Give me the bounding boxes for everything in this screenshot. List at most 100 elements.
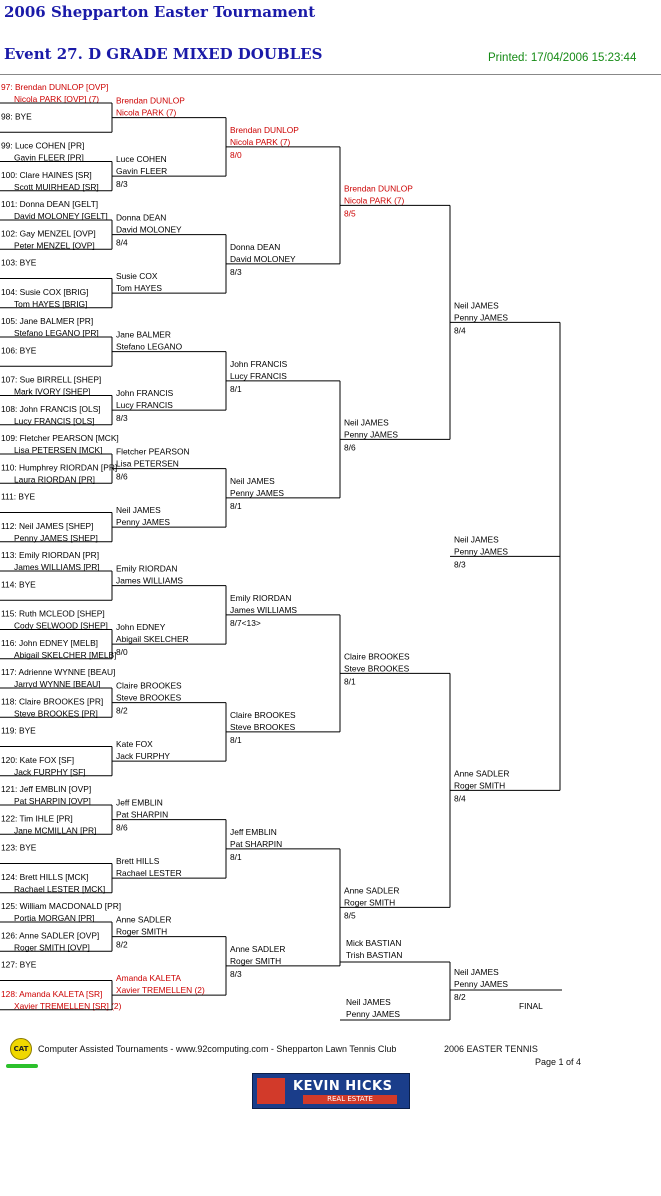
round3-entry-player2: Nicola PARK (7) bbox=[230, 137, 291, 147]
round4-entry-score: 8/1 bbox=[344, 676, 356, 686]
round1-entry-label: 113: Emily RIORDAN [PR] bbox=[1, 550, 99, 560]
round5-entry-player1: Anne SADLER bbox=[454, 768, 509, 778]
round1-entry-label: 102: Gay MENZEL [OVP] bbox=[1, 228, 96, 238]
round4-entry-player1: Anne SADLER bbox=[344, 885, 399, 895]
round1-entry-partner: Cody SELWOOD [SHEP] bbox=[14, 621, 108, 631]
cat-logo-icon: CAT bbox=[10, 1038, 32, 1060]
round1-entry-label: 103: BYE bbox=[1, 258, 37, 268]
round3-entry-player1: Anne SADLER bbox=[230, 944, 285, 954]
round2-entry-player1: Claire BROOKES bbox=[116, 681, 182, 691]
round3-entry-player2: David MOLONEY bbox=[230, 254, 296, 264]
round5-entry-score: 8/4 bbox=[454, 793, 466, 803]
round5-entry-player2: Penny JAMES bbox=[454, 312, 508, 322]
round3-entry-score: 8/3 bbox=[230, 267, 242, 277]
round2-entry-player1: Luce COHEN bbox=[116, 154, 167, 164]
round2-entry-player1: Donna DEAN bbox=[116, 213, 166, 223]
round1-entry-partner: Gavin FLEER [PR] bbox=[14, 153, 84, 163]
round2-entry-player2: Stefano LEGANO bbox=[116, 342, 183, 352]
round1-entry-label: 116: John EDNEY [MELB] bbox=[1, 638, 98, 648]
round2-entry-player2: Lucy FRANCIS bbox=[116, 400, 173, 410]
round2-entry-player1: John FRANCIS bbox=[116, 388, 174, 398]
round1-entry-partner: James WILLIAMS [PR] bbox=[14, 562, 100, 572]
round1-entry-label: 98: BYE bbox=[1, 111, 32, 121]
round3-entry-score: 8/1 bbox=[230, 384, 242, 394]
round3-entry-score: 8/3 bbox=[230, 969, 242, 979]
round4-entry-score: 8/5 bbox=[344, 910, 356, 920]
round5-entry-player1: Neil JAMES bbox=[454, 300, 499, 310]
round4-entry-player1: Claire BROOKES bbox=[344, 651, 410, 661]
round1-entry-partner: Portia MORGAN [PR] bbox=[14, 913, 95, 923]
header-divider bbox=[0, 74, 661, 75]
round2-entry-player1: Brett HILLS bbox=[116, 856, 160, 866]
round1-entry-partner: Jack FURPHY [SF] bbox=[14, 767, 86, 777]
round2-entry-player1: Jeff EMBLIN bbox=[116, 798, 163, 808]
round2-entry-player2: Rachael LESTER bbox=[116, 868, 182, 878]
round4-entry-player2: Steve BROOKES bbox=[344, 663, 410, 673]
round2-entry-player2: Pat SHARPIN bbox=[116, 810, 168, 820]
round3-entry-score: 8/7<13> bbox=[230, 618, 261, 628]
round1-entry-partner: Laura RIORDAN [PR] bbox=[14, 474, 95, 484]
round1-entry-label: 115: Ruth MCLEOD [SHEP] bbox=[1, 609, 105, 619]
round1-entry-label: 125: William MACDONALD [PR] bbox=[1, 901, 121, 911]
final-winner-player1: Neil JAMES bbox=[454, 967, 499, 977]
round6-entry-score: 8/3 bbox=[454, 559, 466, 569]
round2-entry-player1: Emily RIORDAN bbox=[116, 564, 177, 574]
round2-entry-player2: Tom HAYES bbox=[116, 283, 162, 293]
event-title: Event 27. D GRADE MIXED DOUBLES bbox=[4, 45, 323, 63]
round4-entry-player2: Penny JAMES bbox=[344, 429, 398, 439]
round1-entry-partner: Scott MUIRHEAD [SR] bbox=[14, 182, 99, 192]
round2-entry-player2: David MOLONEY bbox=[116, 225, 182, 235]
round2-entry-score: 8/6 bbox=[116, 823, 128, 833]
round1-entry-label: 111: BYE bbox=[1, 492, 36, 502]
round5-entry-player2: Roger SMITH bbox=[454, 780, 505, 790]
round1-entry-label: 119: BYE bbox=[1, 726, 36, 736]
round2-entry-player2: Penny JAMES bbox=[116, 517, 170, 527]
round3-entry-score: 8/1 bbox=[230, 852, 242, 862]
round1-entry-partner: Rachael LESTER [MCK] bbox=[14, 884, 105, 894]
round1-entry-partner: Roger SMITH [OVP] bbox=[14, 942, 90, 952]
round1-entry-partner: Lucy FRANCIS [OLS] bbox=[14, 416, 95, 426]
round1-entry-label: 114: BYE bbox=[1, 579, 36, 589]
final-winner-score: 8/2 bbox=[454, 992, 466, 1002]
round2-entry-player2: Gavin FLEER bbox=[116, 166, 167, 176]
round6-entry-player1: Neil JAMES bbox=[454, 534, 499, 544]
round2-entry-player1: Anne SADLER bbox=[116, 915, 171, 925]
round3-entry-player1: Donna DEAN bbox=[230, 242, 280, 252]
round2-entry-player1: Fletcher PEARSON bbox=[116, 447, 190, 457]
round1-entry-label: 100: Clare HAINES [SR] bbox=[1, 170, 92, 180]
footer-event: 2006 EASTER TENNIS bbox=[444, 1044, 538, 1054]
round1-entry-partner: Steve BROOKES [PR] bbox=[14, 708, 98, 718]
round2-entry-player1: John EDNEY bbox=[116, 622, 166, 632]
cat-logo-underline bbox=[6, 1064, 38, 1068]
round1-entry-label: 118: Claire BROOKES [PR] bbox=[1, 696, 103, 706]
round3-entry-player1: Brendan DUNLOP bbox=[230, 125, 299, 135]
round1-entry-label: 109: Fletcher PEARSON [MCK] bbox=[1, 433, 119, 443]
round1-entry-label: 124: Brett HILLS [MCK] bbox=[1, 872, 89, 882]
round1-entry-partner: Mark IVORY [SHEP] bbox=[14, 387, 90, 397]
round2-entry-player2: Steve BROOKES bbox=[116, 693, 182, 703]
round1-entry-partner: Xavier TREMELLEN [SR] (2) bbox=[14, 1001, 122, 1011]
round2-entry-player2: Lisa PETERSEN bbox=[116, 459, 179, 469]
round2-entry-player1: Kate FOX bbox=[116, 739, 153, 749]
footer-page-number: Page 1 of 4 bbox=[535, 1057, 582, 1067]
round5-entry-score: 8/4 bbox=[454, 325, 466, 335]
final-bottom-player2: Penny JAMES bbox=[346, 1009, 400, 1019]
round2-entry-score: 8/4 bbox=[116, 238, 128, 248]
round4-entry-score: 8/5 bbox=[344, 208, 356, 218]
round2-entry-score: 8/0 bbox=[116, 647, 128, 657]
round1-entry-label: 99: Luce COHEN [PR] bbox=[1, 141, 84, 151]
round1-entry-label: 127: BYE bbox=[1, 960, 37, 970]
round1-entry-label: 97: Brendan DUNLOP [OVP] bbox=[1, 82, 108, 92]
round1-entry-partner: Pat SHARPIN [OVP] bbox=[14, 796, 91, 806]
round4-entry-player2: Roger SMITH bbox=[344, 897, 395, 907]
round1-entry-label: 105: Jane BALMER [PR] bbox=[1, 316, 93, 326]
round1-entry-label: 104: Susie COX [BRIG] bbox=[1, 287, 89, 297]
round1-entry-partner: Jane MCMILLAN [PR] bbox=[14, 825, 96, 835]
round1-entry-partner: David MOLONEY [GELT] bbox=[14, 211, 108, 221]
printed-timestamp: Printed: 17/04/2006 15:23:44 bbox=[488, 52, 637, 64]
round2-entry-player2: Xavier TREMELLEN (2) bbox=[116, 985, 205, 995]
round2-entry-player1: Brendan DUNLOP bbox=[116, 96, 185, 106]
round1-entry-label: 110: Humphrey RIORDAN [PR] bbox=[1, 462, 117, 472]
round3-entry-player1: Claire BROOKES bbox=[230, 710, 296, 720]
final-top-player1: Mick BASTIAN bbox=[346, 938, 401, 948]
